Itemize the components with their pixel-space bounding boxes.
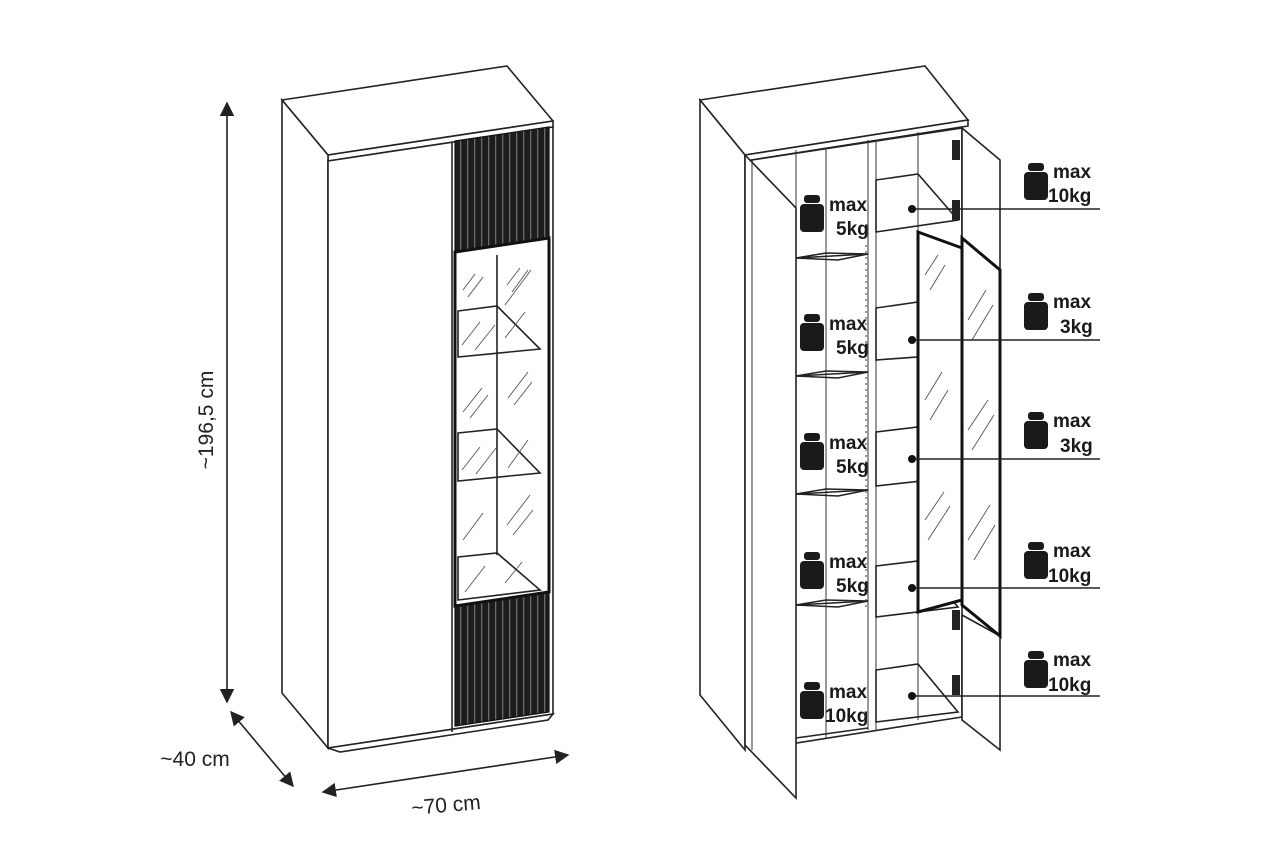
load-label: max 10kg: [825, 682, 868, 727]
open-cabinet: [698, 65, 1002, 800]
load-label: max 10kg: [1048, 541, 1091, 587]
load-label: max 5kg: [829, 195, 869, 240]
svg-text:max: max: [829, 314, 867, 335]
weight-icon: [800, 195, 824, 232]
svg-text:max: max: [1053, 541, 1091, 562]
svg-text:10kg: 10kg: [1048, 186, 1091, 207]
closed-cabinet: [280, 65, 555, 753]
weight-icon: [800, 682, 824, 719]
svg-text:max: max: [1053, 650, 1091, 671]
load-label: max 5kg: [829, 552, 869, 597]
weight-icon: [1024, 651, 1048, 688]
weight-icon: [800, 433, 824, 470]
load-label: max 3kg: [1053, 411, 1093, 457]
svg-text:3kg: 3kg: [1060, 436, 1093, 457]
svg-text:3kg: 3kg: [1060, 317, 1093, 338]
svg-text:max: max: [829, 682, 867, 703]
weight-icon: [1024, 293, 1048, 330]
svg-text:max: max: [829, 433, 867, 454]
svg-text:max: max: [1053, 162, 1091, 183]
load-label: max 5kg: [829, 433, 869, 478]
load-label: max 3kg: [1053, 292, 1093, 338]
svg-text:max: max: [829, 195, 867, 216]
weight-icon: [800, 552, 824, 589]
svg-text:5kg: 5kg: [836, 219, 869, 240]
svg-text:10kg: 10kg: [1048, 675, 1091, 696]
svg-text:10kg: 10kg: [1048, 566, 1091, 587]
svg-text:5kg: 5kg: [836, 338, 869, 359]
load-label: max 5kg: [829, 314, 869, 359]
svg-text:10kg: 10kg: [825, 706, 868, 727]
load-label: max 10kg: [1048, 162, 1091, 207]
svg-text:5kg: 5kg: [836, 457, 869, 478]
svg-text:max: max: [1053, 292, 1091, 313]
depth-label: ~40 cm: [160, 748, 229, 771]
svg-text:max: max: [829, 552, 867, 573]
weight-icon: [1024, 542, 1048, 579]
svg-text:max: max: [1053, 411, 1091, 432]
width-label: ~70 cm: [410, 791, 481, 820]
load-markers: [908, 205, 1100, 700]
weight-icon: [1024, 412, 1048, 449]
load-label: max 10kg: [1048, 650, 1091, 696]
height-label: ~196,5 cm: [195, 371, 218, 470]
width-dimension-line: [321, 749, 570, 798]
weight-icon: [1024, 163, 1048, 200]
weight-icon: [800, 314, 824, 351]
svg-text:5kg: 5kg: [836, 576, 869, 597]
depth-dimension-line: [230, 710, 294, 788]
